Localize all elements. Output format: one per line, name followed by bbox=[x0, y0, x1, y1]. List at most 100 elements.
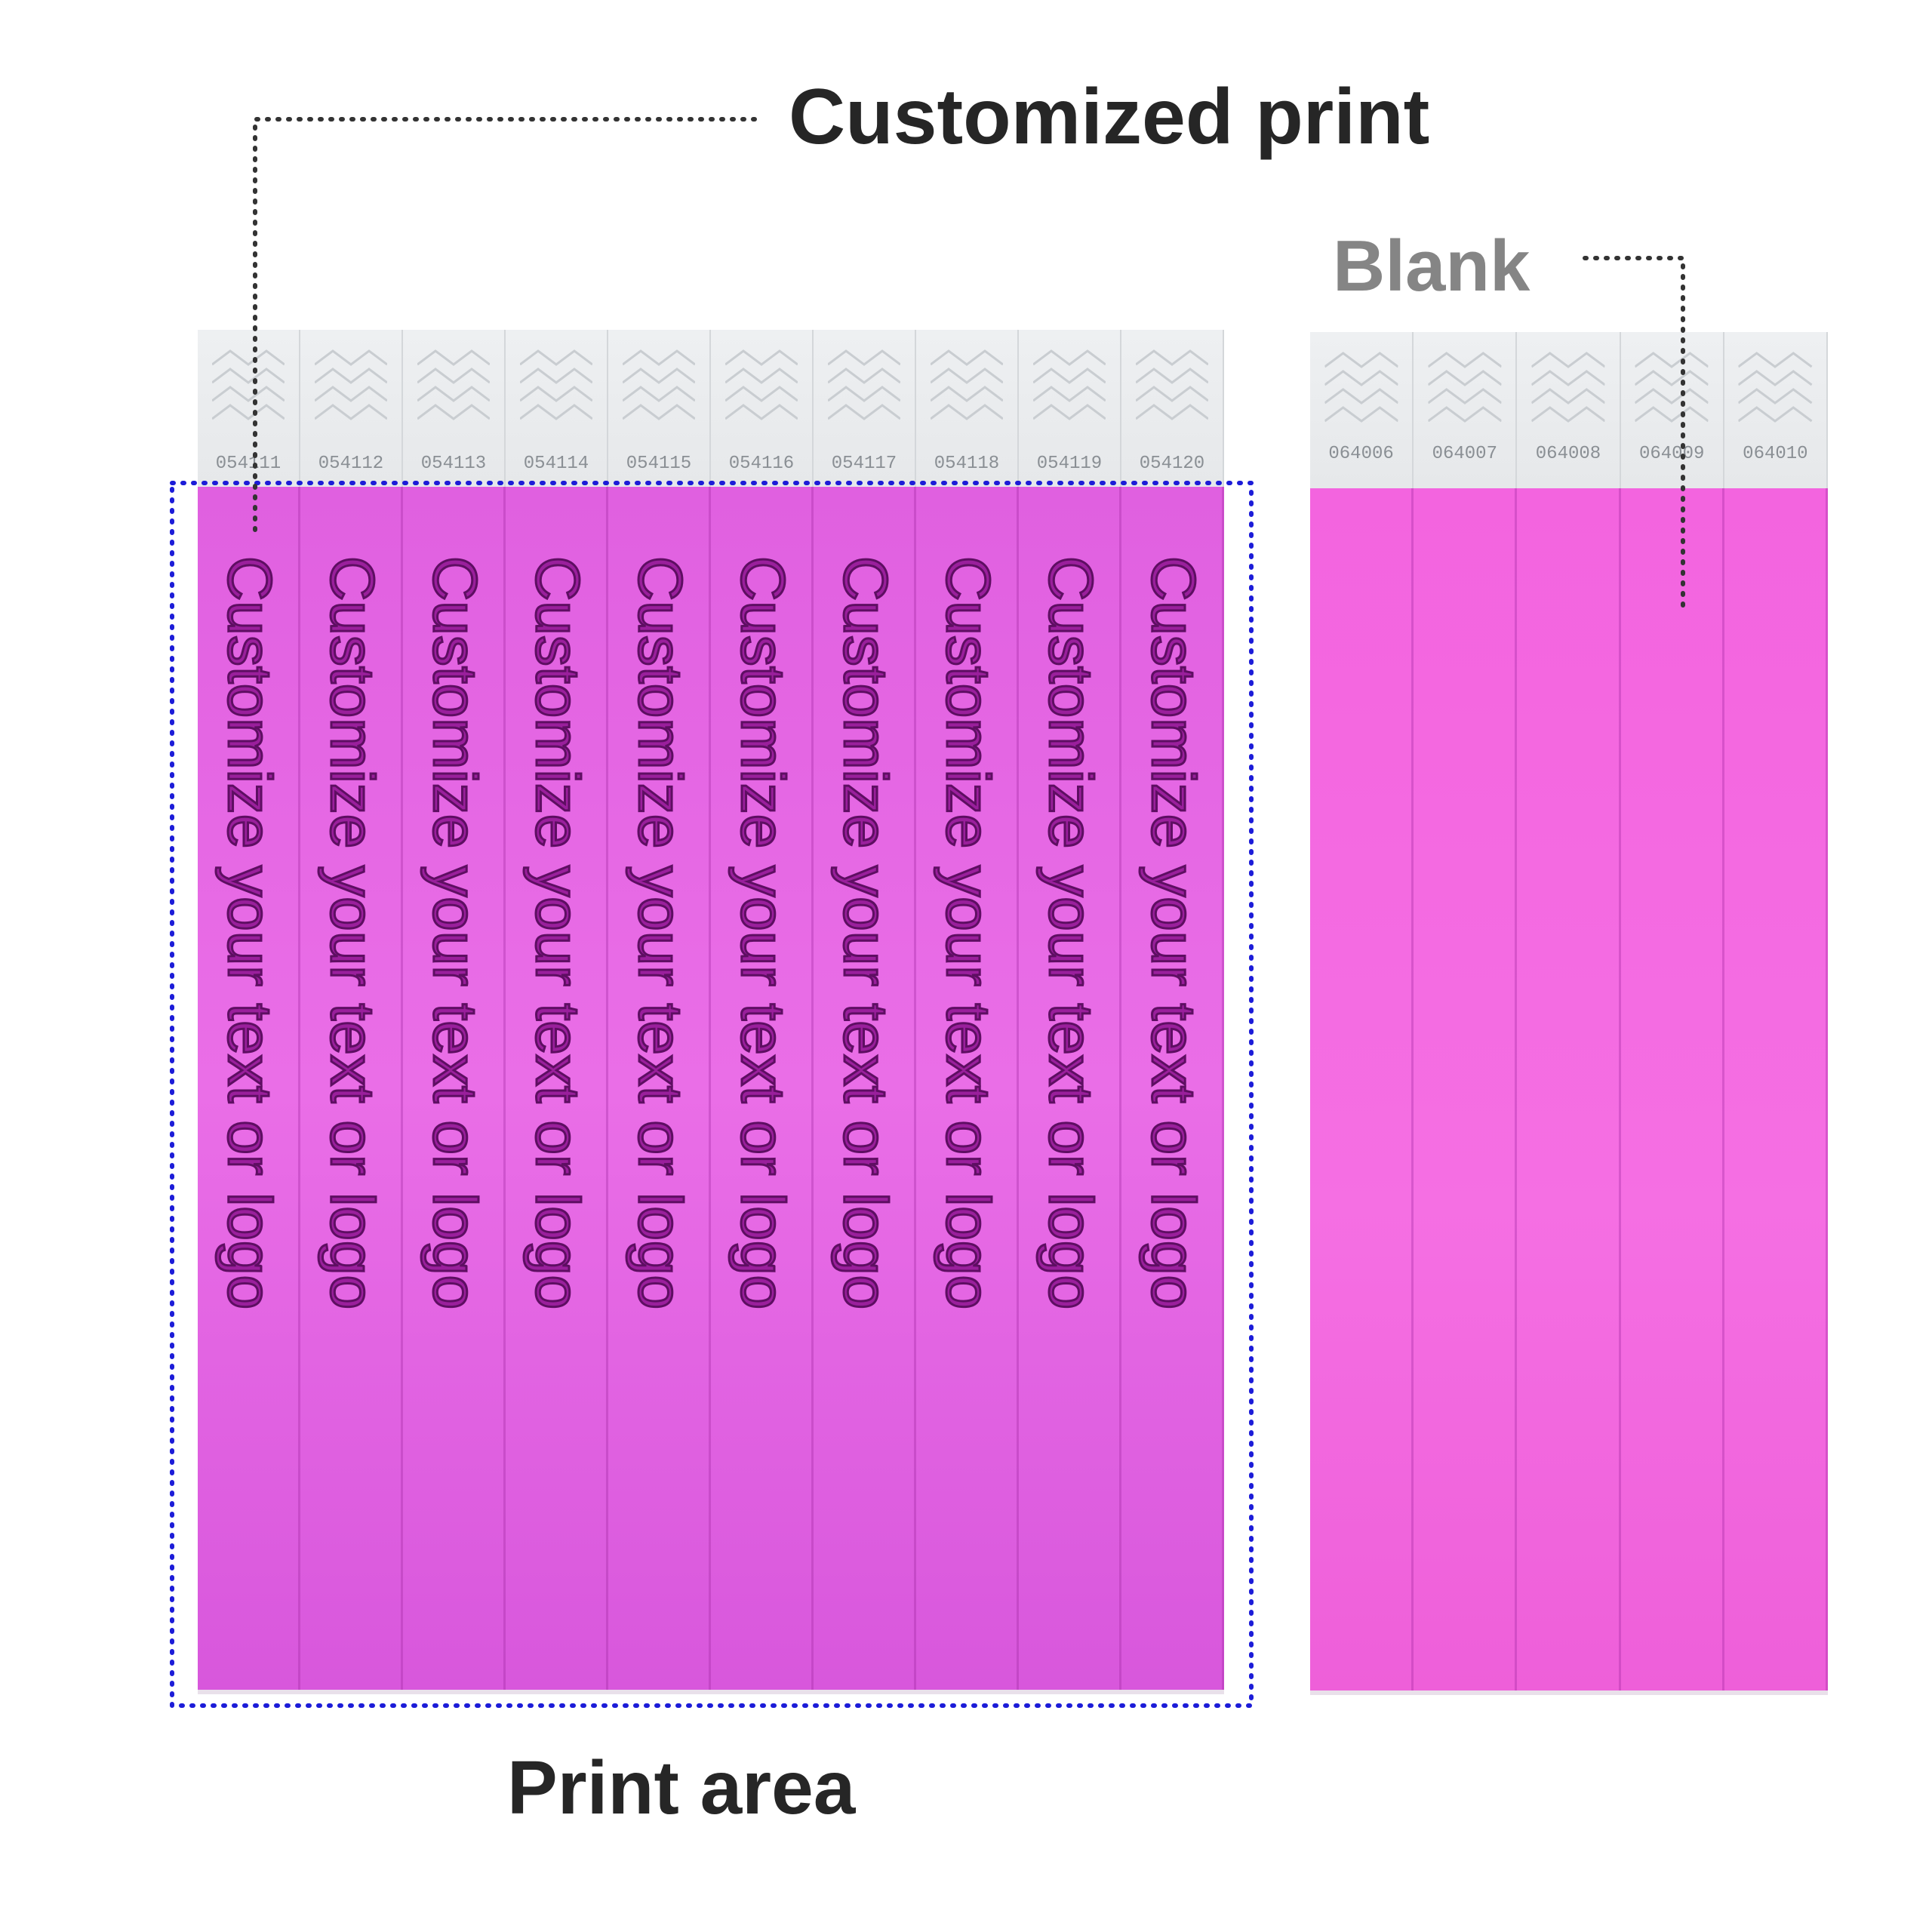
wristband-tab: 054120 bbox=[1121, 330, 1224, 487]
blank-wristband: 064010 bbox=[1724, 332, 1828, 1695]
wristband-tab: 054115 bbox=[608, 330, 711, 487]
wristband-tab: 054113 bbox=[403, 330, 506, 487]
wristband-tab: 064007 bbox=[1414, 332, 1518, 488]
wristband-edge bbox=[1121, 1690, 1224, 1694]
wristband-body bbox=[1414, 488, 1518, 1690]
wristband-serial-number: 064006 bbox=[1328, 444, 1394, 464]
wristband-body bbox=[1620, 488, 1724, 1690]
wristband-body bbox=[198, 487, 300, 1690]
wristband-edge bbox=[403, 1690, 506, 1694]
wristband-serial-number: 054118 bbox=[934, 454, 1000, 474]
wristband-body bbox=[1019, 487, 1121, 1690]
wristband-print-text: Customize your text or logo bbox=[1138, 555, 1209, 1310]
wristband-body bbox=[608, 487, 711, 1690]
wristband-print-text: Customize your text or logo bbox=[728, 555, 798, 1310]
wristband-print-text: Customize your text or logo bbox=[830, 555, 901, 1310]
wristband-edge bbox=[1517, 1690, 1621, 1695]
wristband-serial-number: 054116 bbox=[728, 454, 795, 474]
wristband-edge bbox=[1414, 1690, 1518, 1695]
stub-chevron-pattern bbox=[1738, 352, 1812, 423]
stub-chevron-pattern bbox=[1136, 349, 1208, 420]
wristband-edge bbox=[1620, 1690, 1724, 1695]
blank-wristband: 064007 bbox=[1414, 332, 1518, 1695]
wristband-body bbox=[403, 487, 506, 1690]
stub-chevron-pattern bbox=[1428, 352, 1502, 423]
stub-chevron-pattern bbox=[623, 349, 695, 420]
wristband-edge bbox=[916, 1690, 1019, 1694]
wristband-serial-number: 054117 bbox=[831, 454, 897, 474]
wristband-print-text: Customize your text or logo bbox=[933, 555, 1004, 1310]
wristband-serial-number: 064010 bbox=[1743, 444, 1808, 464]
stub-chevron-pattern bbox=[520, 349, 592, 420]
wristband-edge bbox=[1019, 1690, 1121, 1694]
wristband-serial-number: 054120 bbox=[1139, 454, 1205, 474]
stub-chevron-pattern bbox=[1635, 352, 1709, 423]
wristband-tab: 054119 bbox=[1019, 330, 1121, 487]
blank-wristband: 064009 bbox=[1620, 332, 1724, 1695]
wristband-body bbox=[1517, 488, 1621, 1690]
wristband-serial-number: 054113 bbox=[420, 454, 487, 474]
stub-chevron-pattern bbox=[315, 349, 387, 420]
wristband-body bbox=[1310, 488, 1414, 1690]
wristband-body bbox=[506, 487, 608, 1690]
print-area-label: Print area bbox=[507, 1746, 856, 1830]
wristband-edge bbox=[300, 1690, 403, 1694]
wristband-tab: 054118 bbox=[916, 330, 1019, 487]
wristband-tab: 054116 bbox=[711, 330, 814, 487]
wristband-body bbox=[916, 487, 1019, 1690]
wristband-edge bbox=[198, 1690, 300, 1694]
stub-chevron-pattern bbox=[725, 349, 798, 420]
wristband-print-text: Customize your text or logo bbox=[522, 555, 593, 1310]
wristband-body bbox=[814, 487, 916, 1690]
stub-chevron-pattern bbox=[828, 349, 900, 420]
wristband-body bbox=[1724, 488, 1828, 1690]
wristband-tab: 064008 bbox=[1517, 332, 1621, 488]
wristband-serial-number: 064008 bbox=[1535, 444, 1601, 464]
print-area-box bbox=[170, 481, 1254, 1708]
blank-wristband: 064008 bbox=[1517, 332, 1621, 1695]
wristband-serial-number: 054112 bbox=[318, 454, 384, 474]
wristband-print-text: Customize your text or logo bbox=[317, 555, 388, 1310]
wristband-serial-number: 054119 bbox=[1036, 454, 1103, 474]
wristband-serial-number: 054111 bbox=[215, 454, 281, 474]
wristband-edge bbox=[711, 1690, 814, 1694]
wristband-print-text: Customize your text or logo bbox=[420, 555, 491, 1310]
wristband-tab: 064009 bbox=[1620, 332, 1724, 488]
stub-chevron-pattern bbox=[212, 349, 285, 420]
wristband-body bbox=[1121, 487, 1224, 1690]
stub-chevron-pattern bbox=[1531, 352, 1605, 423]
blank-leader-line bbox=[1583, 256, 1685, 615]
wristband-edge bbox=[506, 1690, 608, 1694]
blank-wristband: 064006 bbox=[1310, 332, 1414, 1695]
customized-print-label: Customized print bbox=[789, 73, 1430, 161]
wristband-serial-number: 054115 bbox=[626, 454, 692, 474]
customized-print-leader-line bbox=[253, 117, 757, 540]
wristband-tab: 054112 bbox=[300, 330, 403, 487]
wristband-tab: 054117 bbox=[814, 330, 916, 487]
wristband-print-text: Customize your text or logo bbox=[625, 555, 696, 1310]
wristband-print-text: Customize your text or logo bbox=[214, 555, 285, 1310]
wristband-tab: 054114 bbox=[506, 330, 608, 487]
stub-chevron-pattern bbox=[417, 349, 490, 420]
wristband-edge bbox=[814, 1690, 916, 1694]
wristband-edge bbox=[1724, 1690, 1828, 1695]
wristband-edge bbox=[1310, 1690, 1414, 1695]
stub-chevron-pattern bbox=[1324, 352, 1398, 423]
stub-chevron-pattern bbox=[931, 349, 1003, 420]
wristband-print-text: Customize your text or logo bbox=[1035, 555, 1106, 1310]
wristband-tab: 064006 bbox=[1310, 332, 1414, 488]
wristband-body bbox=[300, 487, 403, 1690]
wristband-serial-number: 064007 bbox=[1432, 444, 1497, 464]
